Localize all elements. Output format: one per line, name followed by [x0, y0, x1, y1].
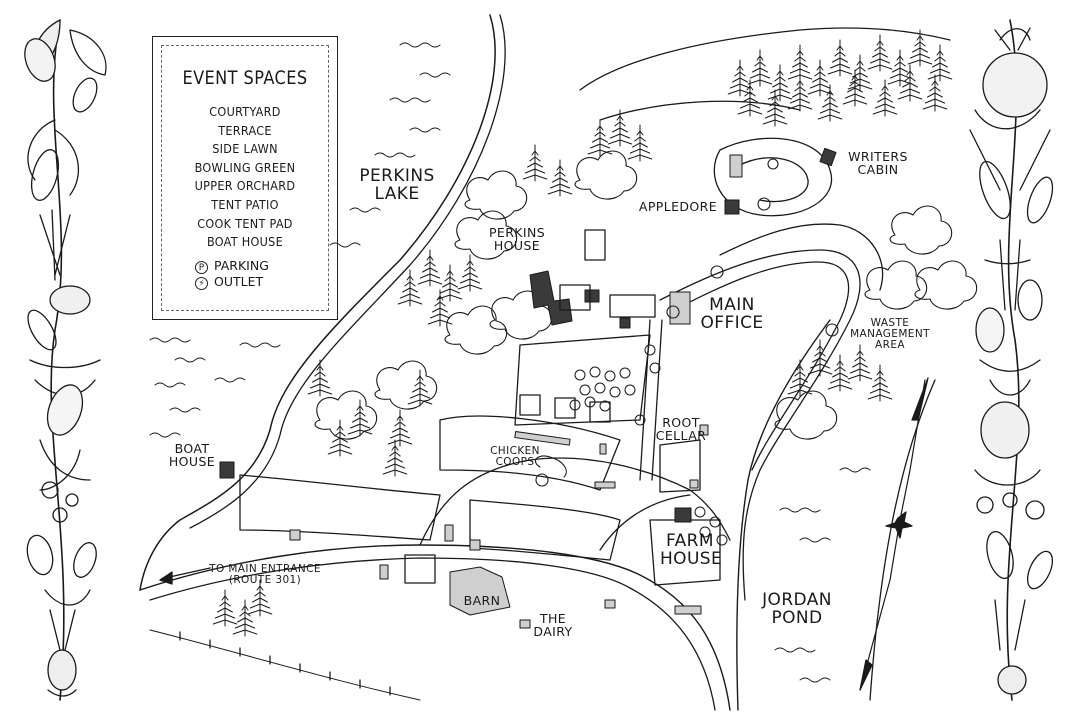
event-space-item: TERRACE [218, 122, 272, 138]
parking-icon: P [195, 261, 208, 274]
conifer-tree [817, 84, 843, 122]
label-waste-management-area: WASTE MANAGEMENT AREA [850, 317, 930, 352]
conifer-tree [872, 79, 898, 117]
event-space-item: COURTYARD [209, 104, 281, 119]
legend-key-outlet-label: OUTLET [214, 274, 264, 289]
conifer-tree [922, 74, 948, 112]
event-space-item: BOWLING GREEN [194, 159, 296, 175]
right-botanical-border [969, 19, 1054, 701]
conifer-tree [427, 289, 453, 327]
label-barn: BARN [463, 593, 501, 608]
conifer-tree [457, 254, 483, 292]
conifer-tree [737, 79, 763, 117]
conifer-tree [547, 159, 573, 197]
label-perkins-lake: PERKINS LAKE [359, 166, 435, 204]
conifer-tree [887, 49, 913, 87]
label-boat-house: BOAT HOUSE [168, 441, 216, 470]
conifer-tree [827, 354, 853, 392]
conifer-tree [417, 249, 443, 287]
event-space-list: COURTYARD TERRACE SIDE LAWN BOWLING GREEN UP… [153, 103, 337, 252]
label-chicken-coops: CHICKEN COOPS [490, 445, 540, 469]
conifer-tree [787, 74, 813, 112]
conifer-tree [842, 69, 868, 107]
conifer-tree [212, 589, 238, 627]
conifer-tree [437, 264, 463, 302]
legend-key-parking: P PARKING [195, 258, 269, 274]
legend-keys: P PARKING ⚡ OUTLET [195, 258, 269, 290]
conifer-tree [867, 364, 893, 402]
label-appledore: APPLEDORE [638, 199, 718, 214]
conifer-tree [587, 119, 613, 157]
conifer-tree [627, 124, 653, 162]
conifer-tree [847, 344, 873, 382]
conifer-tree [307, 359, 333, 397]
conifer-tree [247, 579, 273, 617]
conifer-tree [867, 34, 893, 72]
outlet-icon: ⚡ [195, 277, 208, 290]
conifer-tree [232, 599, 258, 637]
event-space-item: TENT PATIO [211, 196, 279, 212]
event-space-item: SIDE LAWN [212, 141, 278, 157]
conifer-tree [787, 44, 813, 82]
conifer-tree [407, 369, 433, 407]
conifer-tree [347, 399, 373, 437]
left-botanical-border [24, 19, 107, 701]
event-space-item: UPPER ORCHARD [194, 178, 296, 194]
conifer-tree [927, 44, 953, 82]
conifer-tree [787, 359, 813, 397]
event-space-item: BOAT HOUSE [206, 234, 284, 250]
conifer-tree [897, 64, 923, 102]
conifer-tree [397, 269, 423, 307]
conifer-tree [907, 29, 933, 67]
conifer-tree [382, 439, 408, 477]
legend-key-outlet: ⚡ OUTLET [195, 274, 269, 290]
label-writers-cabin: WRITERS CABIN [848, 149, 908, 178]
event-spaces-legend: EVENT SPACES COURTYARD TERRACE SIDE LAWN BO… [152, 36, 338, 320]
legend-title: EVENT SPACES [182, 67, 308, 89]
label-main-entrance: TO MAIN ENTRANCE (ROUTE 301) [209, 563, 321, 587]
conifer-tree [762, 89, 788, 127]
label-the-dairy: THE DAIRY [533, 611, 573, 640]
label-main-office: MAIN OFFICE [700, 295, 764, 333]
conifer-tree [807, 339, 833, 377]
label-perkins-house: PERKINS HOUSE [488, 225, 546, 254]
conifer-tree [747, 49, 773, 87]
label-farm-house: FARM HOUSE [660, 531, 723, 569]
legend-frame [161, 45, 329, 311]
conifer-tree [327, 419, 353, 457]
legend-key-parking-label: PARKING [214, 258, 269, 273]
conifer-tree [807, 59, 833, 97]
conifer-tree [847, 54, 873, 92]
conifer-tree [727, 59, 753, 97]
conifer-tree [607, 109, 633, 147]
conifer-tree [767, 64, 793, 102]
conifer-tree [387, 409, 413, 447]
conifer-tree [522, 144, 548, 182]
label-root-cellar: ROOT CELLAR [655, 415, 707, 444]
conifer-tree [827, 39, 853, 77]
event-space-item: COOK TENT PAD [197, 215, 293, 231]
label-jordan-pond: JORDAN POND [762, 590, 832, 628]
